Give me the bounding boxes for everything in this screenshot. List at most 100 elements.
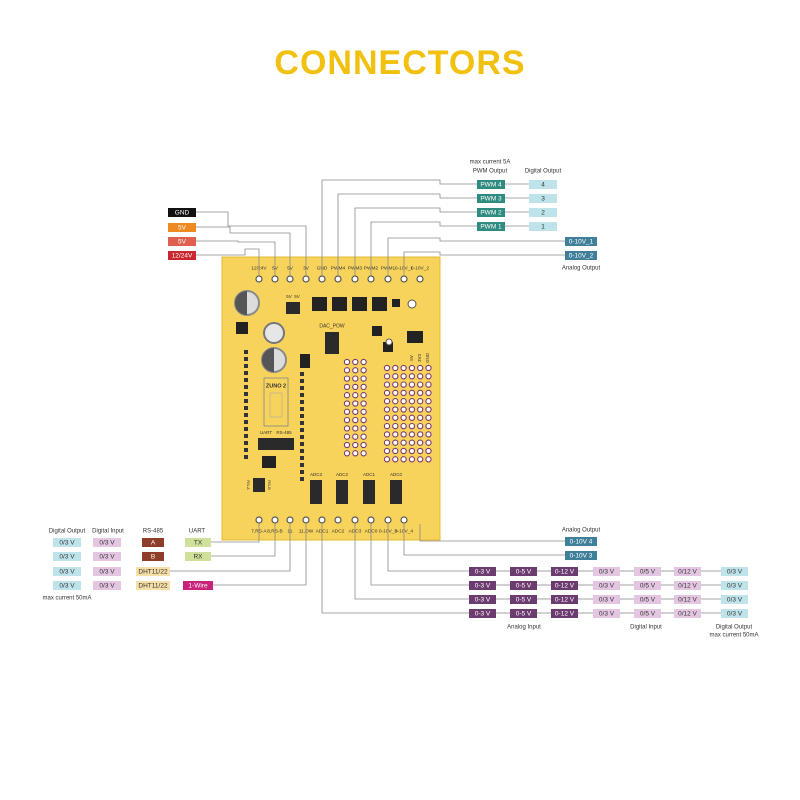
digital-output-badge-label: 3 — [541, 196, 545, 203]
header-pin — [300, 477, 304, 481]
ic-chip — [372, 326, 382, 336]
top-pin-hole — [416, 275, 424, 283]
end-badge-label: TX — [194, 540, 203, 547]
end-badge — [185, 552, 211, 561]
adc-jumper — [390, 480, 402, 504]
proto-hole — [392, 398, 399, 405]
header-pin — [300, 435, 304, 439]
top-pin-hole — [384, 275, 392, 283]
proto-hole — [392, 456, 399, 463]
io-badge-label: 0-5 V — [516, 611, 532, 618]
top-pin-hole — [351, 275, 359, 283]
proto-hole — [360, 392, 367, 399]
proto-hole — [343, 425, 351, 432]
zuno-module — [263, 377, 289, 427]
header-pin — [300, 449, 304, 453]
io-badge — [674, 567, 701, 576]
header-pin — [244, 385, 248, 389]
proto-hole — [383, 364, 391, 372]
proto-hole — [408, 381, 416, 388]
proto-hole — [352, 441, 359, 449]
io-badge-label: 0/3 V — [727, 597, 743, 604]
wire-bottom-right — [387, 524, 469, 572]
header-pin — [244, 441, 248, 445]
proto-hole — [360, 416, 367, 424]
adc-label: ADC1 — [363, 472, 376, 477]
analog-output-header: Analog Output — [562, 528, 601, 534]
mosfet — [352, 297, 367, 311]
proto-hole — [392, 381, 399, 388]
proto-hole — [425, 439, 432, 446]
io-badge-label: 0-3 V — [475, 583, 491, 590]
proto-hole — [360, 367, 367, 374]
uart-label: UART — [260, 430, 272, 435]
analog-output-badge-label: 0-10V_2 — [569, 253, 594, 260]
header-pin — [300, 421, 304, 425]
digital-input-badge-label: 0/3 V — [99, 540, 115, 547]
bottom-pin-hole — [367, 516, 375, 524]
proto-hole — [425, 414, 432, 421]
wire-pwm — [354, 207, 477, 276]
proto-hole — [400, 439, 407, 446]
bottom-pin-hole — [271, 516, 279, 524]
proto-hole — [425, 406, 432, 413]
io-badge — [469, 595, 496, 604]
io-badge-label: 0/12 V — [678, 569, 697, 576]
io-badge — [469, 609, 496, 618]
bottom-pin-hole — [318, 516, 326, 524]
mid-badge-label: B — [151, 554, 155, 561]
io-badge — [674, 581, 701, 590]
proto-hole — [408, 456, 416, 463]
proto-hole — [360, 383, 367, 391]
io-badge-label: 0/3 V — [599, 611, 615, 618]
proto-hole — [360, 425, 367, 432]
wire-5v — [196, 226, 291, 276]
end-badge-label: RX — [193, 554, 203, 561]
ic-chip — [392, 299, 400, 307]
top-pin-hole — [367, 275, 375, 283]
io-badge — [593, 595, 620, 604]
io-badge — [721, 567, 748, 576]
proto-hole — [343, 408, 351, 415]
proto-hole — [383, 456, 391, 463]
proto-hole — [383, 381, 391, 388]
proto-hole — [392, 364, 399, 372]
wire-analog-out — [403, 251, 565, 276]
io-badge — [674, 609, 701, 618]
ic-chip — [407, 331, 423, 343]
proto-hole — [360, 358, 367, 366]
io-badge-label: 0-5 V — [516, 569, 532, 576]
mosfet — [312, 297, 327, 311]
io-badge — [510, 567, 537, 576]
rs-jumper — [253, 478, 265, 492]
wire-bottom-right — [354, 524, 469, 600]
digital-output-badge — [529, 194, 557, 203]
wire-bottom-right — [370, 524, 469, 586]
top-pin-hole — [302, 275, 310, 283]
io-badge — [469, 581, 496, 590]
digital-input-badge-label: 0/3 V — [99, 554, 115, 561]
adc-jumper — [336, 480, 348, 504]
io-badge — [551, 595, 578, 604]
digital-input-badge-label: 0/3 V — [99, 569, 115, 576]
header-pin — [244, 413, 248, 417]
proto-hole — [383, 373, 391, 380]
5v-badge — [168, 237, 196, 246]
digital-input-badge — [93, 538, 121, 547]
wire-bottom-left — [211, 524, 260, 543]
proto-hole — [392, 431, 399, 438]
proto-hole — [383, 439, 391, 446]
proto-hole — [360, 375, 367, 382]
io-badge-label: 0-5 V — [516, 583, 532, 590]
proto-hole — [425, 431, 432, 438]
wire-bottom-left — [211, 524, 276, 557]
proto-hole — [408, 439, 416, 446]
proto-hole — [352, 450, 359, 457]
proto-hole — [417, 373, 424, 380]
bottom-pin-hole — [302, 516, 310, 524]
io-badge-label: 0-3 V — [475, 597, 491, 604]
proto-hole — [400, 422, 407, 430]
wire-bottom-right — [321, 524, 469, 614]
header-pin — [244, 371, 248, 375]
digital-output-header: Digital Output — [525, 169, 562, 175]
